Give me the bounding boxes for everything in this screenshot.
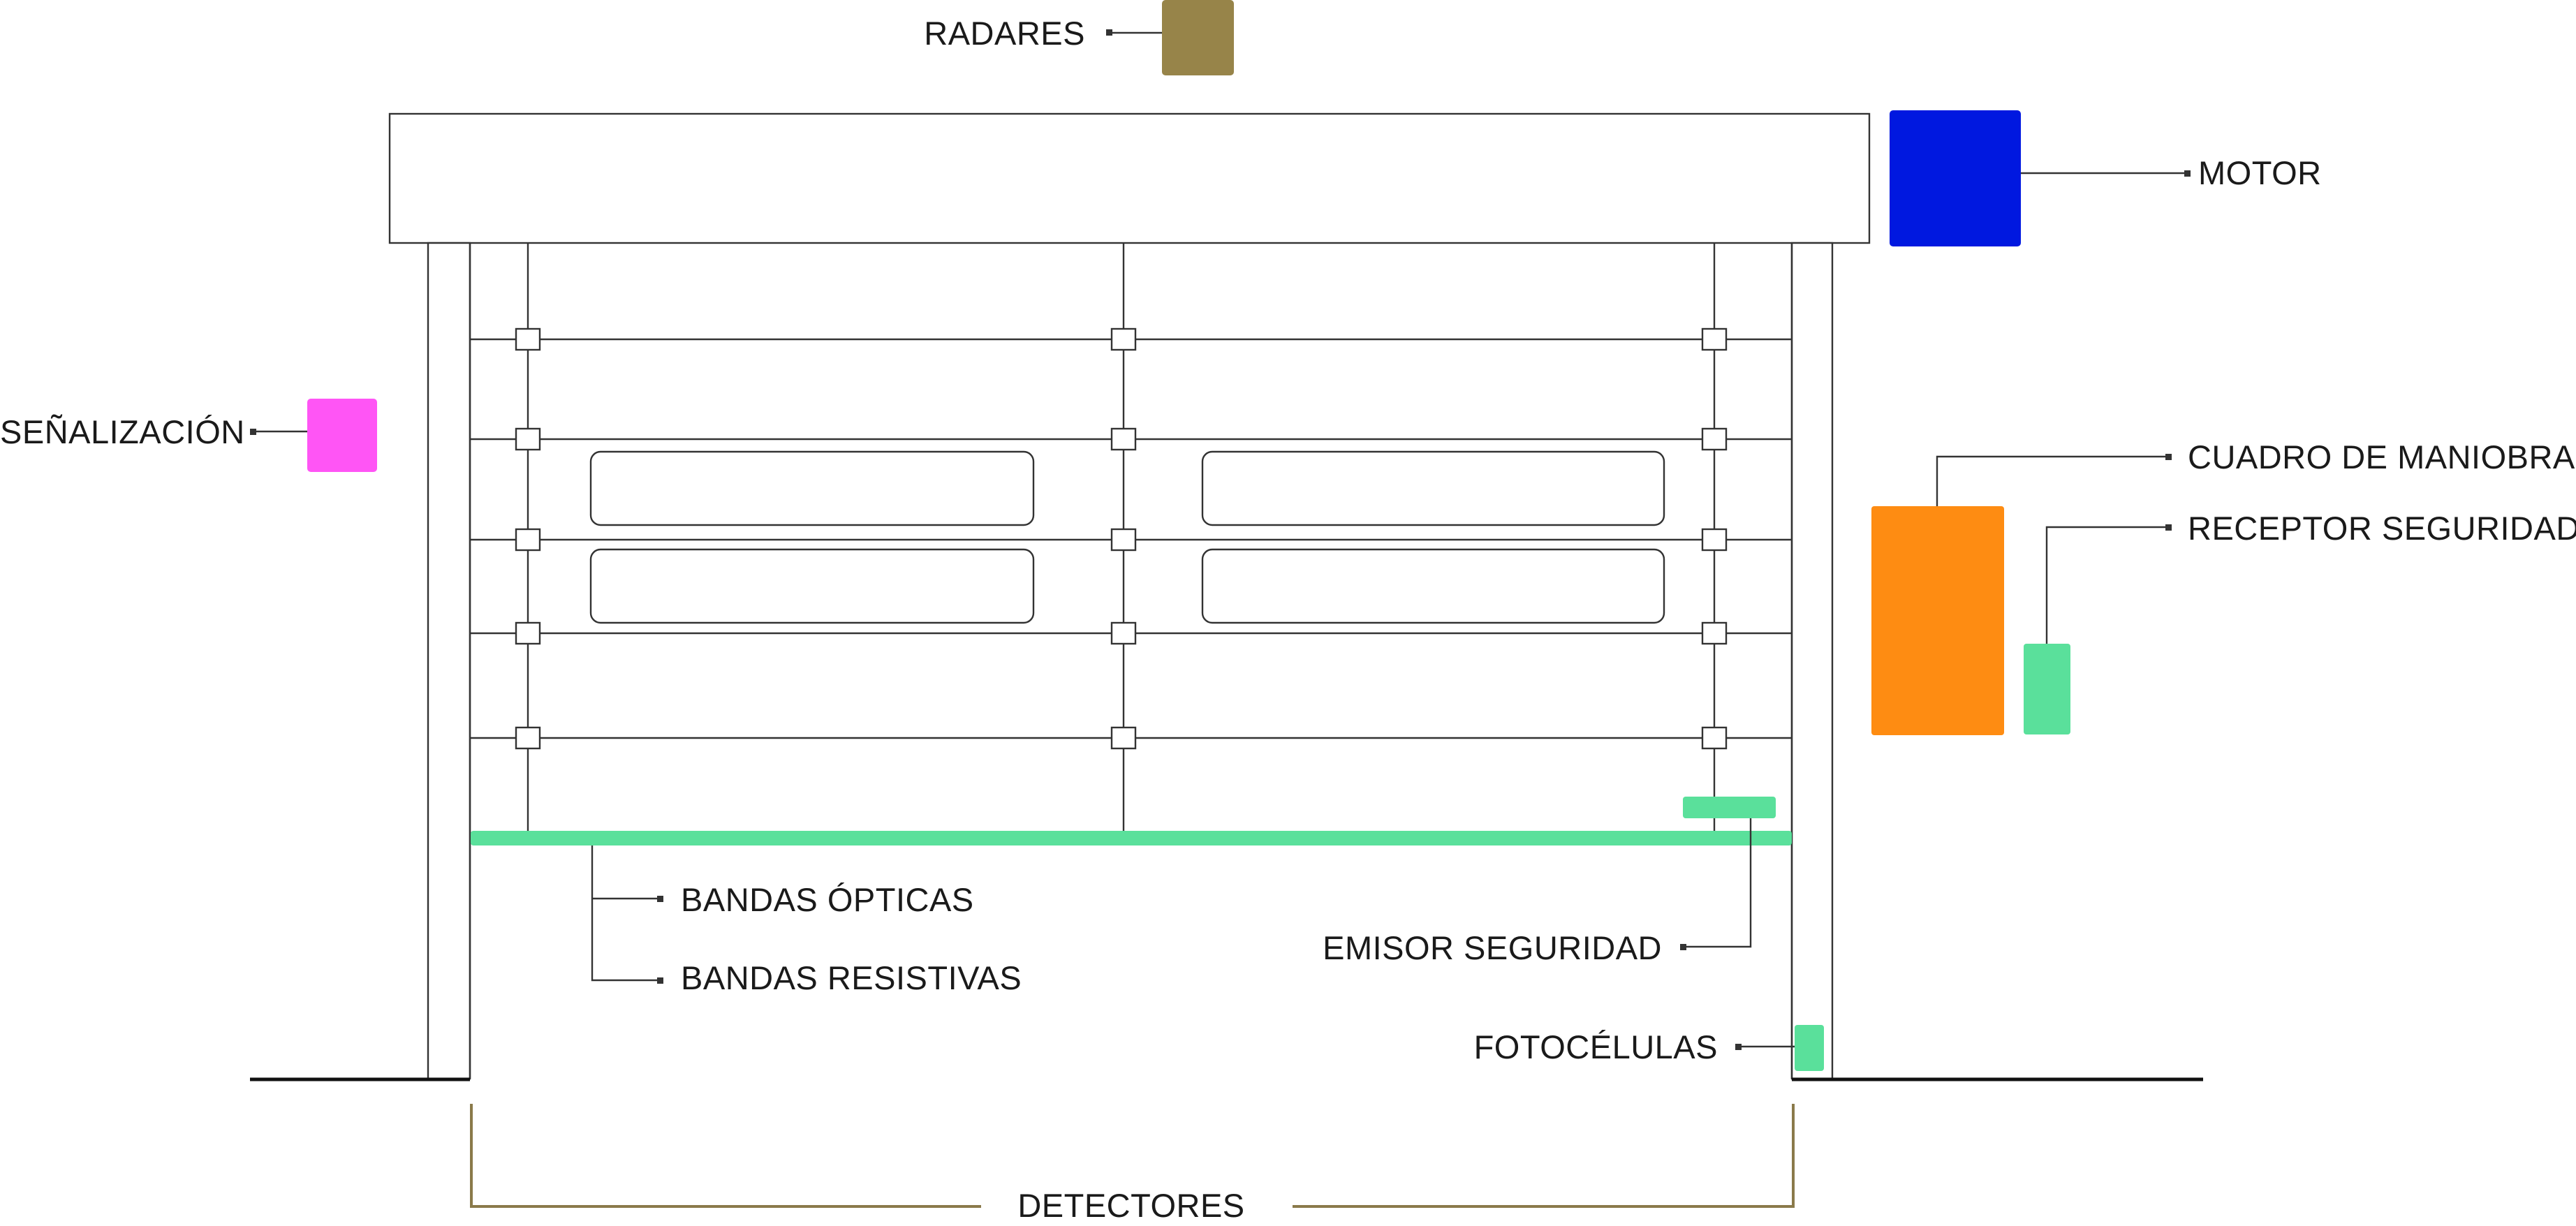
hinge-square [1701, 528, 1728, 552]
label-detectores: DETECTORES [1017, 1187, 1244, 1224]
hinge-square [1701, 427, 1728, 451]
bottom-safety-band [471, 831, 1792, 845]
safety-emitter-leader-dot [1680, 944, 1686, 950]
motor-unit [1890, 110, 2021, 246]
control-panel [1871, 506, 2004, 735]
label-emisor-seguridad: EMISOR SEGURIDAD [1323, 929, 1662, 966]
control-panel-leader-line [1936, 455, 2168, 506]
window-panel [589, 450, 1035, 526]
hinge-square [1701, 726, 1728, 750]
hinge-square [515, 726, 541, 750]
radar-leader-dot [1106, 29, 1112, 36]
hinge-square [515, 427, 541, 451]
hinge-square [1701, 621, 1728, 645]
label-receptor-seguridad: RECEPTOR SEGURIDAD [2188, 510, 2576, 547]
detectors-bracket-right [1293, 1104, 1795, 1208]
photocell [1795, 1025, 1824, 1071]
hinge-square [515, 327, 541, 351]
label-bandas-resistivas: BANDAS RESISTIVAS [681, 959, 1022, 996]
window-panel [589, 548, 1035, 624]
label-senalizacion: SEÑALIZACIÓN [0, 413, 245, 450]
hinge-square [515, 621, 541, 645]
hinge-square [1110, 621, 1137, 645]
left-frame-post [427, 242, 471, 1080]
hinge-square [1110, 427, 1137, 451]
radar-device [1162, 0, 1234, 75]
curtain-windows [589, 450, 1665, 624]
right-frame-post [1790, 242, 1834, 1080]
label-radares: RADARES [924, 15, 1085, 52]
detectors-bracket-left [470, 1104, 981, 1208]
signal-light [307, 399, 377, 472]
motor-leader-dot [2184, 170, 2191, 177]
hinge-square [1110, 528, 1137, 552]
door-header-box [388, 112, 1871, 244]
safety-receiver-leader-dot [2165, 524, 2172, 531]
hinge-square [1110, 327, 1137, 351]
safety-receiver-leader-line [2045, 526, 2168, 644]
bands-leader-line [591, 845, 659, 982]
photocell-leader-dot [1735, 1044, 1742, 1050]
optical-bands-leader-dot [657, 896, 663, 902]
label-fotocelulas: FOTOCÉLULAS [1474, 1028, 1718, 1065]
hinge-square [515, 528, 541, 552]
safety-receiver [2024, 644, 2070, 734]
safety-emitter [1683, 797, 1776, 818]
hinge-square [1701, 327, 1728, 351]
window-panel [1201, 450, 1665, 526]
label-bandas-opticas: BANDAS ÓPTICAS [681, 881, 974, 918]
resistive-bands-leader-dot [657, 977, 663, 984]
control-panel-leader-dot [2165, 454, 2172, 460]
hinge-squares [515, 327, 1728, 750]
label-motor: MOTOR [2198, 154, 2322, 191]
safety-emitter-leader-line [1686, 818, 1752, 948]
signal-leader-dot [250, 429, 256, 435]
hinge-square [1110, 726, 1137, 750]
label-cuadro-maniobras: CUADRO DE MANIOBRAS [2188, 438, 2576, 475]
window-panel [1201, 548, 1665, 624]
